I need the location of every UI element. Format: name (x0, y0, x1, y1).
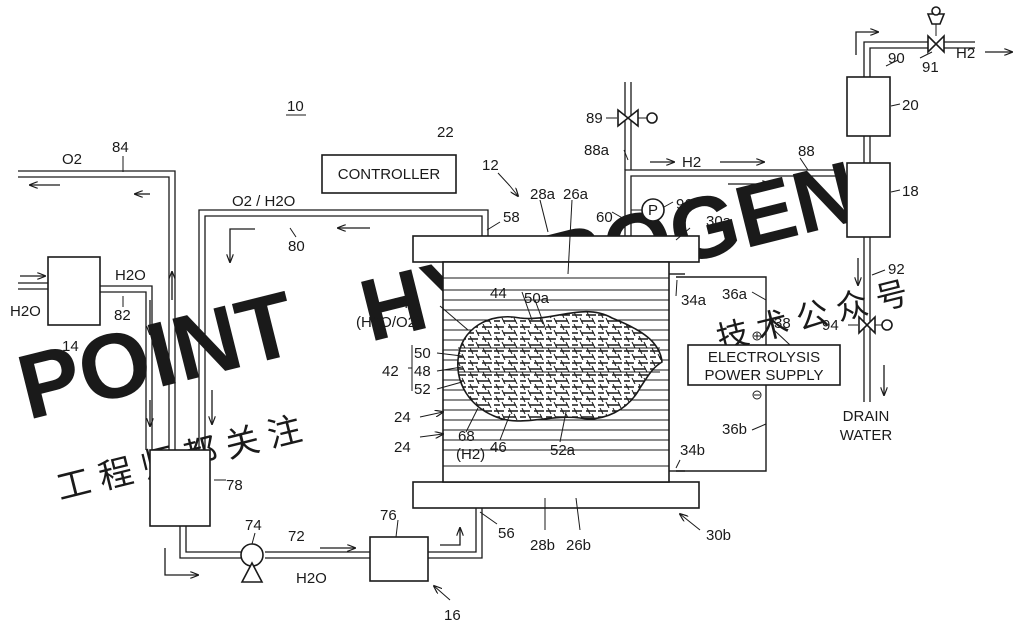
ref-34b: 34b (680, 442, 705, 459)
components: CONTROLLER ELECTROLYSIS POWER SUPPLY P (47, 6, 946, 583)
labels: 10 22 12 84 O2 O2 / H2O 80 58 28a 26a 60… (10, 45, 975, 624)
label-h2-88: H2 (682, 154, 701, 171)
ref-78: 78 (226, 477, 243, 494)
power-supply-label-1: ELECTROLYSIS (708, 349, 820, 366)
ref-94: 94 (822, 317, 839, 334)
hydrogen-device-20 (846, 76, 891, 137)
ref-24b: 24 (394, 439, 411, 456)
label-drain-2: WATER (840, 427, 893, 444)
leader-lines (122, 51, 933, 601)
gas-liquid-separator-78 (149, 449, 211, 527)
ref-38: 38 (774, 315, 791, 332)
hydrogen-separator-18 (846, 162, 891, 238)
label-h2-out: H2 (956, 45, 975, 62)
ref-72: 72 (288, 528, 305, 545)
ref-88: 88 (798, 143, 815, 160)
controller-label: CONTROLLER (338, 166, 441, 183)
ref-48: 48 (414, 363, 431, 380)
power-supply-label-2: POWER SUPPLY (705, 367, 824, 384)
ref-36a: 36a (722, 286, 748, 303)
ref-12: 12 (482, 157, 499, 174)
ref-36b: 36b (722, 421, 747, 438)
ref-80: 80 (288, 238, 305, 255)
ref-10: 10 (287, 98, 304, 115)
pipes (18, 32, 1012, 575)
end-plate-30a (412, 235, 700, 263)
ref-16: 16 (444, 607, 461, 624)
label-h2o-o2-64: (H2O/O2) (356, 314, 421, 331)
ref-64: 64 (392, 295, 409, 312)
end-plate-30b (412, 481, 700, 509)
pressure-sensor-96 (641, 198, 665, 222)
ref-18: 18 (902, 183, 919, 200)
ref-84: 84 (112, 139, 129, 156)
ref-58: 58 (503, 209, 520, 226)
label-h2o-82: H2O (115, 267, 146, 284)
electrolysis-stack (412, 235, 700, 509)
label-h2o-72: H2O (296, 570, 327, 587)
ref-50: 50 (414, 345, 431, 362)
ref-68: 68 (458, 428, 475, 445)
pump-74 (240, 543, 264, 583)
controller-box (321, 154, 457, 194)
filter-box-76 (369, 536, 429, 582)
ref-44: 44 (490, 285, 507, 302)
ref-92: 92 (888, 261, 905, 278)
ref-88a: 88a (584, 142, 610, 159)
water-supply-box-14 (47, 256, 101, 326)
label-drain-1: DRAIN (843, 408, 890, 425)
label-o2-h2o-80: O2 / H2O (232, 193, 295, 210)
ref-89: 89 (586, 110, 603, 127)
power-supply-box (687, 344, 841, 386)
ref-56: 56 (498, 525, 515, 542)
ref-34a: 34a (681, 292, 707, 309)
ref-76: 76 (380, 507, 397, 524)
ref-96: 96 (676, 196, 693, 213)
valve-89 (617, 108, 658, 128)
ref-26b: 26b (566, 537, 591, 554)
ref-28a: 28a (530, 186, 556, 203)
ref-22: 22 (437, 124, 454, 141)
ref-60: 60 (596, 209, 613, 226)
ref-14: 14 (62, 338, 79, 355)
ref-30a: 30a (706, 213, 732, 230)
ref-50a: 50a (524, 290, 550, 307)
ref-90: 90 (888, 50, 905, 67)
ref-91: 91 (922, 59, 939, 76)
ref-30b: 30b (706, 527, 731, 544)
ref-74: 74 (245, 517, 262, 534)
ref-28b: 28b (530, 537, 555, 554)
label-o2-84: O2 (62, 151, 82, 168)
label-h2o-feed: H2O (10, 303, 41, 320)
ref-42: 42 (382, 363, 399, 380)
ref-82: 82 (114, 307, 131, 324)
ref-52: 52 (414, 381, 431, 398)
pressure-sensor-symbol: P (648, 202, 658, 219)
ref-20: 20 (902, 97, 919, 114)
stack-cutaway (457, 310, 663, 422)
valve-91 (926, 6, 946, 54)
ref-46: 46 (490, 439, 507, 456)
valve-94 (858, 315, 893, 335)
label-h2-68: (H2) (456, 446, 485, 463)
ref-52a: 52a (550, 442, 576, 459)
ref-24a: 24 (394, 409, 411, 426)
ref-26a: 26a (563, 186, 589, 203)
